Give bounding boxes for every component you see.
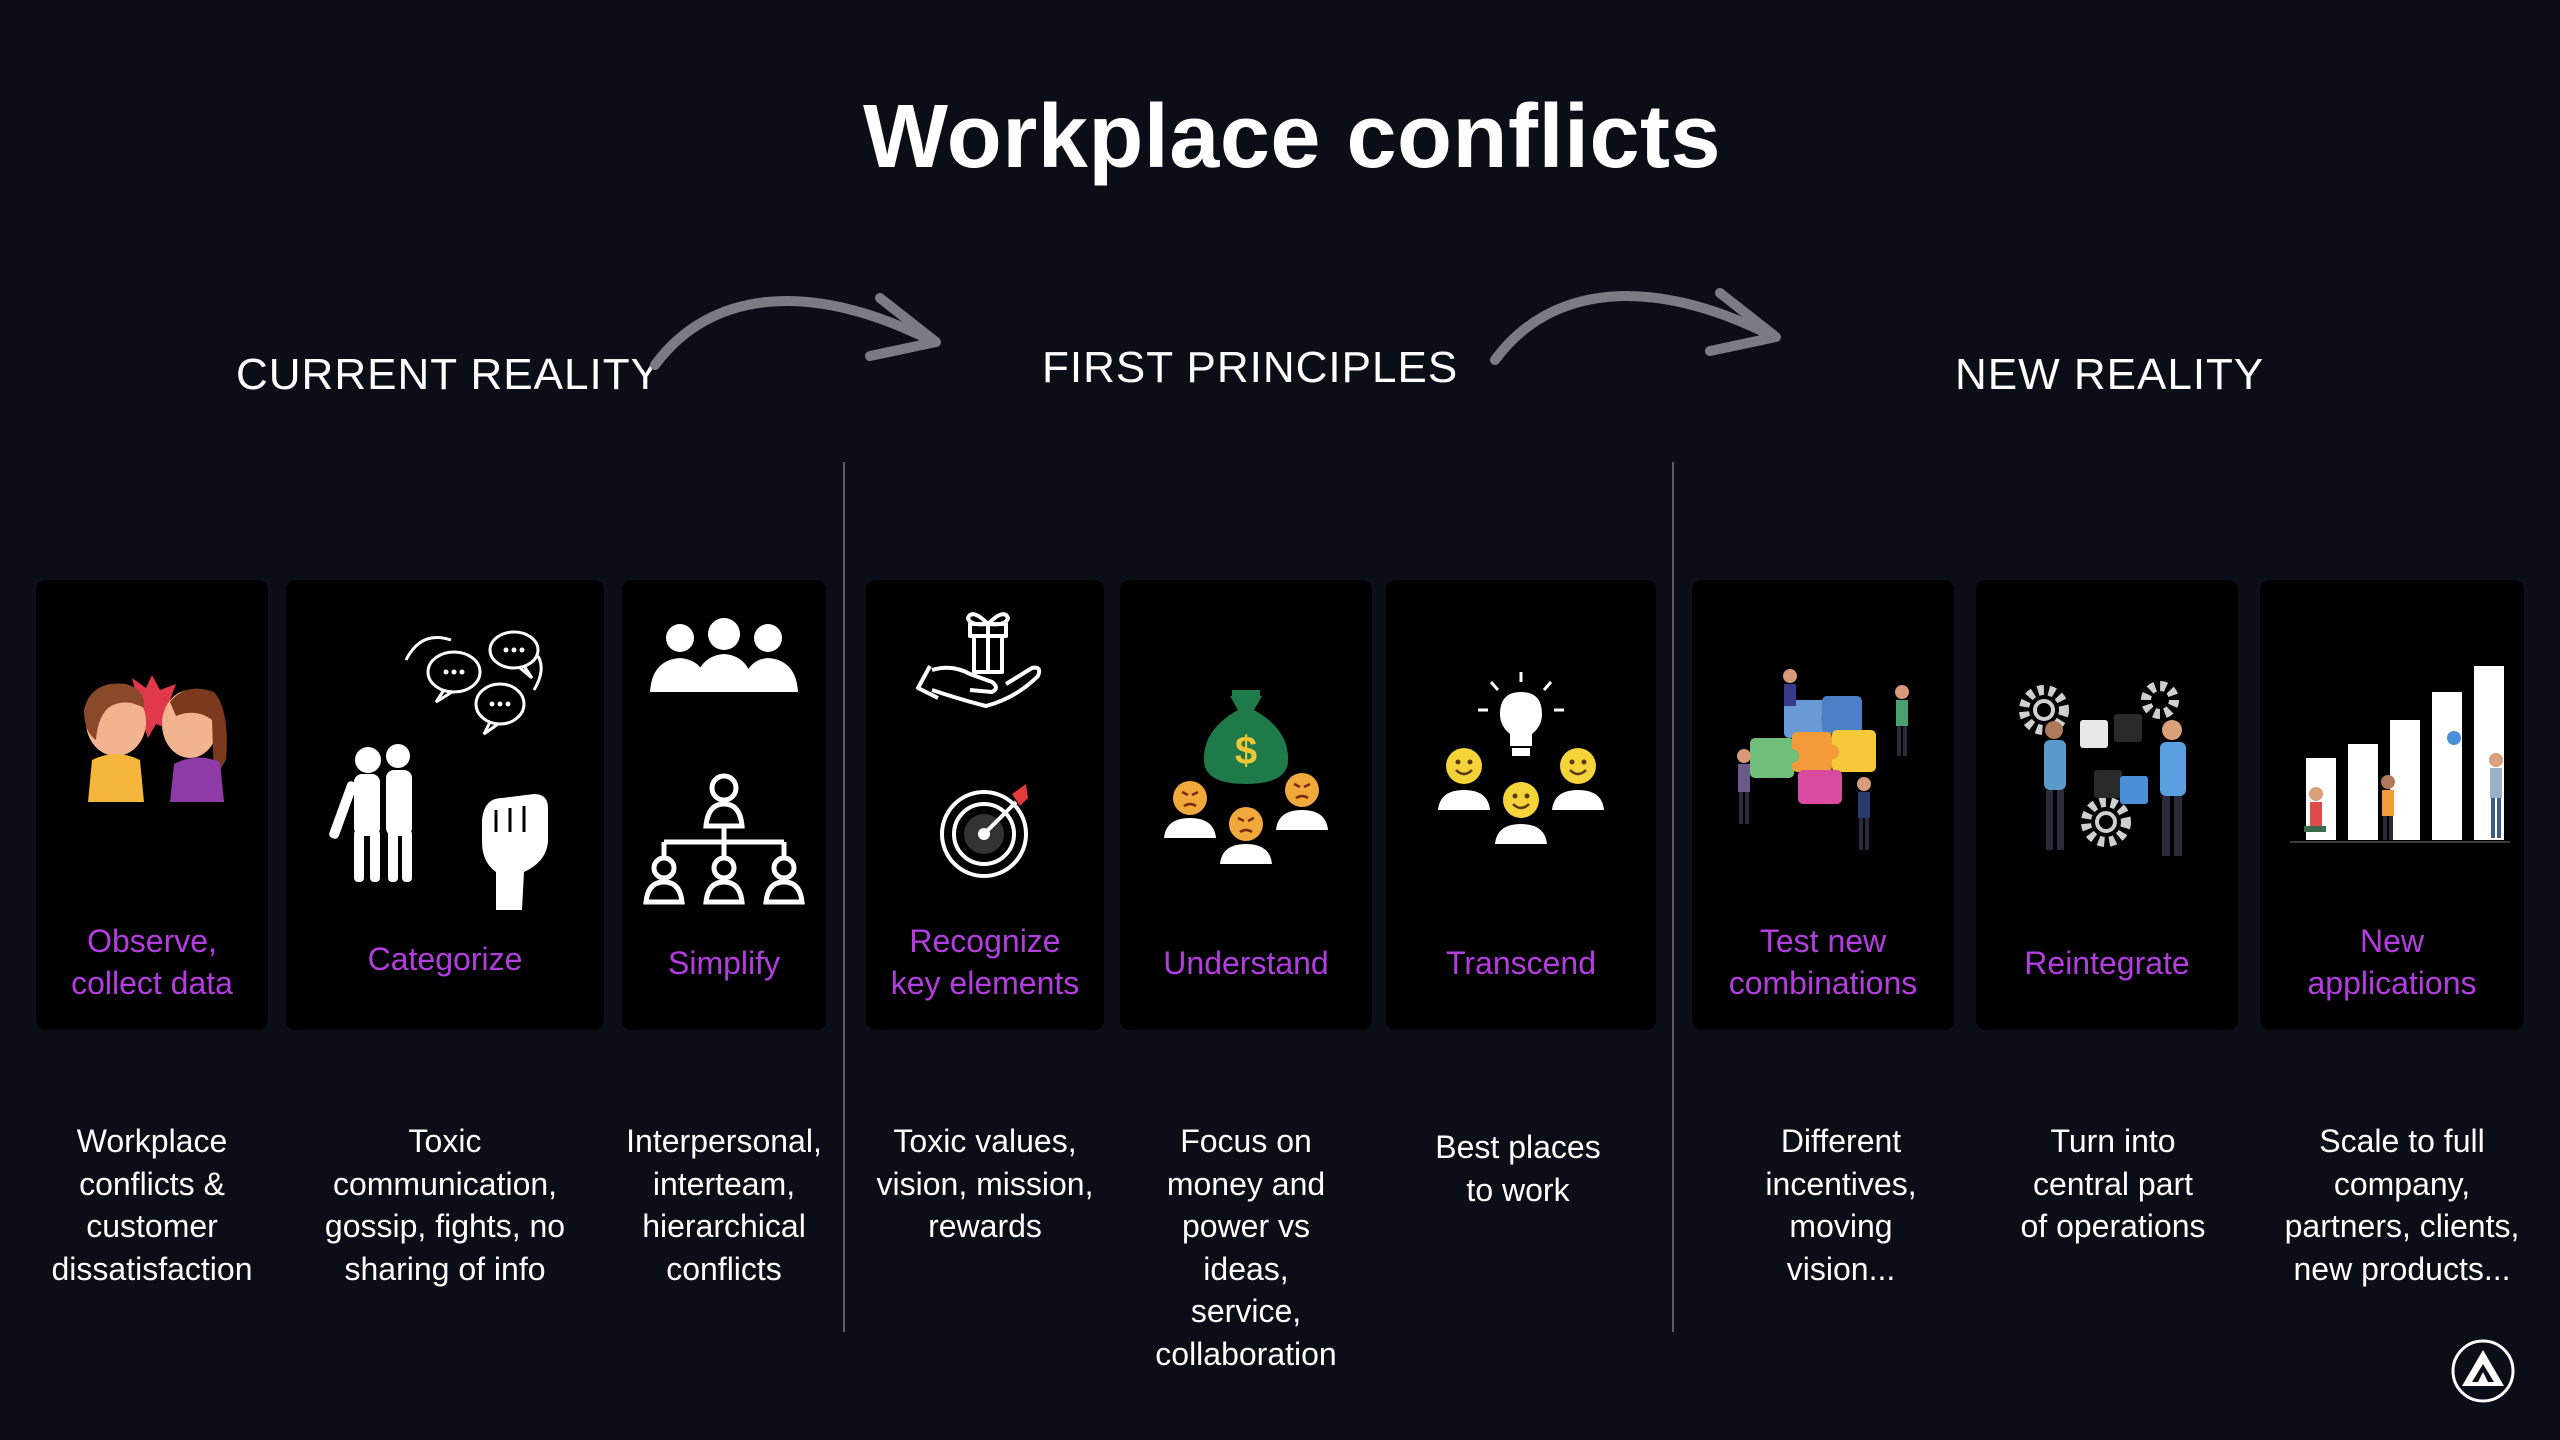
gift-hand-target-icon bbox=[916, 612, 1042, 878]
section-first-principles: FIRST PRINCIPLES bbox=[1042, 343, 1459, 392]
card-label: Recognize key elements bbox=[890, 923, 1080, 1001]
triangle-logo-icon bbox=[2451, 1339, 2515, 1403]
section-divider bbox=[1672, 462, 1674, 1332]
card-categorize: Categorize bbox=[286, 580, 604, 1030]
growth-bars-people-icon bbox=[2290, 666, 2510, 843]
card-understand: $ Understand bbox=[1120, 580, 1372, 1030]
card-label: Observe, collect data bbox=[71, 923, 233, 1001]
chat-bubbles-people-fist-icon bbox=[329, 630, 548, 910]
card-reintegrate: Reintegrate bbox=[1976, 580, 2238, 1030]
card-label: Reintegrate bbox=[2024, 945, 2190, 981]
lightbulb-smiley-faces-icon bbox=[1438, 672, 1604, 844]
card-label: New applications bbox=[2307, 923, 2477, 1001]
card-label: Test new combinations bbox=[1728, 923, 1918, 1001]
card-recognize: Recognize key elements bbox=[866, 580, 1104, 1030]
card-description: Focus on money and power vs ideas, servi… bbox=[1155, 1123, 1337, 1372]
card-description: Toxic communication, gossip, fights, no … bbox=[324, 1123, 566, 1287]
card-description: Turn into central part of operations bbox=[2020, 1123, 2206, 1244]
team-hierarchy-icon bbox=[643, 618, 805, 905]
card-description: Toxic values, vision, mission, rewards bbox=[876, 1123, 1094, 1244]
two-faces-conflict-icon bbox=[84, 675, 227, 802]
card-label: Simplify bbox=[667, 945, 780, 981]
puzzle-team-icon bbox=[1737, 669, 1909, 850]
card-label: Understand bbox=[1163, 945, 1329, 981]
money-bag-angry-faces-icon: $ bbox=[1164, 690, 1328, 864]
section-new-reality: NEW REALITY bbox=[1955, 350, 2265, 399]
card-description: Scale to full company, partners, clients… bbox=[2284, 1123, 2520, 1287]
card-transcend: Transcend bbox=[1386, 580, 1656, 1030]
card-observe: Observe, collect data bbox=[36, 580, 268, 1030]
card-new-applications: New applications bbox=[2260, 580, 2524, 1030]
card-label: Categorize bbox=[367, 941, 523, 977]
card-description: Workplace conflicts & customer dissatisf… bbox=[51, 1123, 253, 1287]
gears-puzzle-people-icon bbox=[2019, 681, 2186, 856]
section-current-reality: CURRENT REALITY bbox=[236, 350, 661, 399]
card-description: Different incentives, moving vision... bbox=[1765, 1123, 1917, 1287]
curved-arrow-icon bbox=[650, 293, 941, 370]
card-simplify: Simplify bbox=[622, 580, 826, 1030]
card-description: Best places to work bbox=[1435, 1129, 1601, 1208]
curved-arrow-icon bbox=[1490, 288, 1781, 365]
card-label: Transcend bbox=[1446, 945, 1596, 981]
card-description: Interpersonal, interteam, hierarchical c… bbox=[626, 1123, 822, 1287]
section-divider bbox=[843, 462, 845, 1332]
card-test-new-combinations: Test new combinations bbox=[1692, 580, 1954, 1030]
svg-text:$: $ bbox=[1235, 729, 1257, 773]
page-title: Workplace conflicts bbox=[862, 87, 1722, 187]
